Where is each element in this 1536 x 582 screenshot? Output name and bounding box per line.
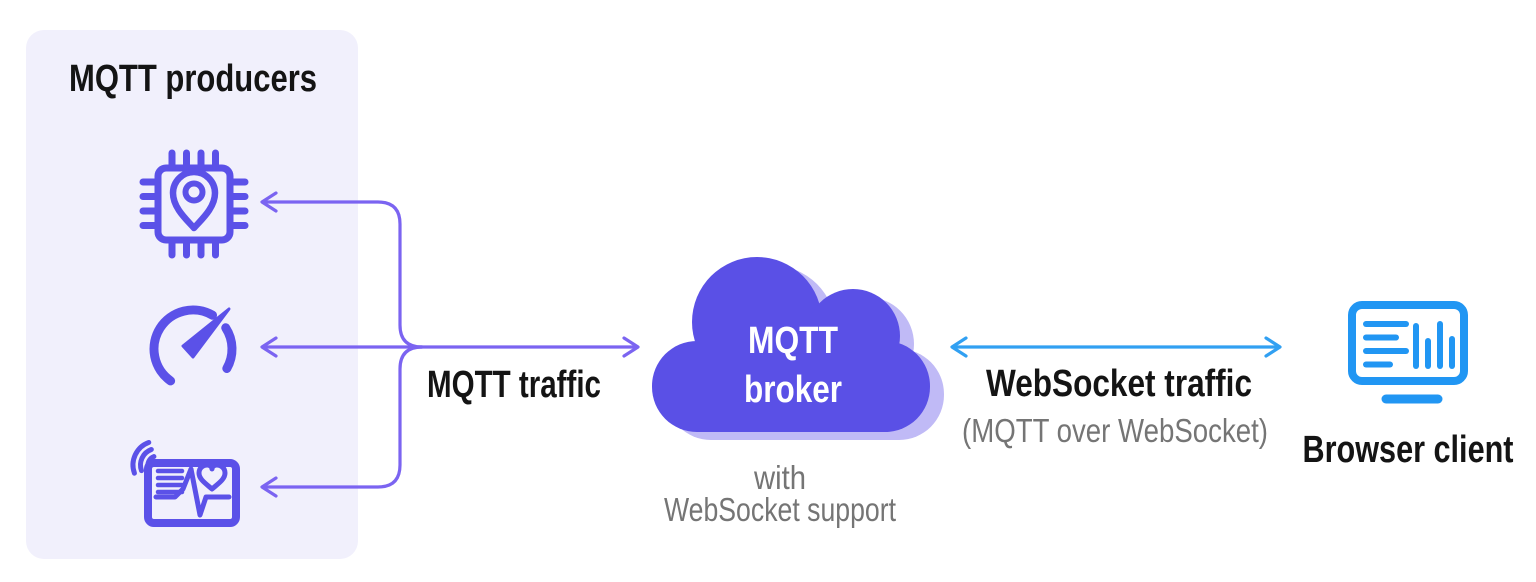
websocket-traffic-arrow (950, 336, 1282, 358)
arrowhead-left-bottom (260, 476, 278, 498)
producers-panel-title: MQTT producers (69, 58, 317, 100)
websocket-traffic-label: WebSocket traffic (986, 363, 1252, 405)
mqtt-traffic-arrow (262, 336, 640, 358)
broker-name-line2: broker (744, 369, 842, 411)
broker-cloud: MQTT broker (652, 257, 944, 440)
broker-name-line1: MQTT (748, 320, 838, 362)
mqtt-traffic-label: MQTT traffic (427, 364, 601, 406)
broker-note-line2: WebSocket support (664, 491, 896, 528)
arrowhead-left-top (260, 191, 278, 213)
gauge-icon (149, 305, 237, 386)
arrowhead-left (950, 336, 968, 358)
producers-panel (26, 30, 358, 559)
arrowhead-right (622, 336, 640, 358)
browser-analytics-icon (1348, 301, 1468, 404)
producers-bracket-arrows (260, 191, 424, 498)
broker-note-line1: with (753, 459, 806, 496)
browser-client-label: Browser client (1303, 429, 1514, 471)
chip-location-icon (139, 149, 249, 259)
arrowhead-left-middle (260, 336, 278, 358)
arrowhead-right (1264, 336, 1282, 358)
health-monitor-wifi-icon (130, 439, 240, 527)
websocket-traffic-sublabel: (MQTT over WebSocket) (962, 412, 1268, 449)
